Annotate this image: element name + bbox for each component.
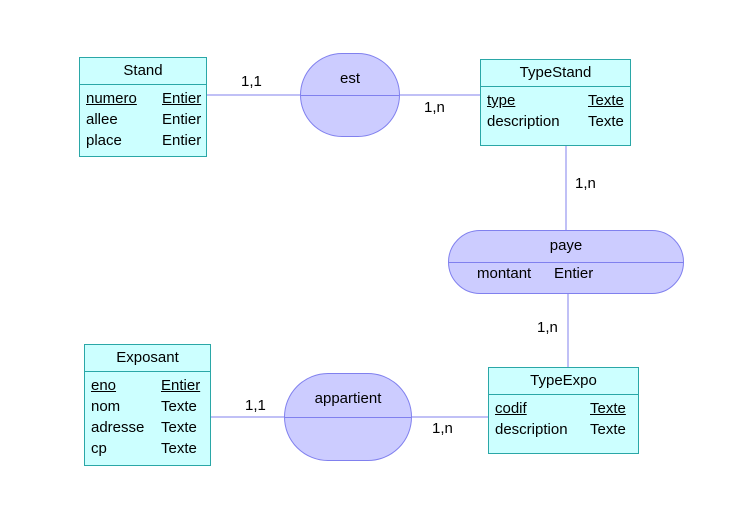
- entity-title: TypeExpo: [489, 368, 638, 395]
- association-title: est: [339, 70, 360, 87]
- association-divider: [449, 262, 683, 263]
- attribute-name: description: [487, 113, 560, 130]
- association-paye[interactable]: paye montant Entier: [448, 230, 684, 294]
- attribute-row: type Texte: [487, 90, 624, 111]
- attribute-name: type: [487, 92, 516, 109]
- entity-exposant[interactable]: Exposant eno Entier nom Texte adresse Te…: [84, 344, 211, 466]
- attribute-name: numero: [86, 90, 137, 107]
- association-appartient[interactable]: appartient: [284, 373, 412, 461]
- attribute-type: Texte: [161, 419, 197, 436]
- attribute-row: description Texte: [487, 111, 624, 132]
- association-divider: [301, 95, 399, 96]
- association-title: appartient: [314, 390, 382, 407]
- cardinality-typestand-est: 1,n: [424, 99, 445, 116]
- attribute-type: Entier: [554, 265, 594, 282]
- cardinality-typeexpo-appartient: 1,n: [432, 420, 453, 437]
- attribute-name: montant: [477, 265, 532, 282]
- attribute-name: place: [86, 132, 122, 149]
- attribute-row: nom Texte: [91, 396, 204, 417]
- attribute-row: description Texte: [495, 419, 632, 440]
- attribute-type: Entier: [162, 111, 202, 128]
- entity-typeexpo[interactable]: TypeExpo codif Texte description Texte: [488, 367, 639, 454]
- entity-title: Stand: [80, 58, 206, 85]
- attribute-type: Entier: [162, 132, 202, 149]
- attribute-row: place Entier: [86, 130, 202, 151]
- attribute-type: Texte: [588, 92, 624, 109]
- attribute-name: nom: [91, 398, 121, 415]
- cardinality-typeexpo-paye: 1,n: [537, 319, 558, 336]
- attribute-type: Entier: [161, 377, 201, 394]
- attribute-name: cp: [91, 440, 107, 457]
- cardinality-exposant-appartient: 1,1: [245, 397, 266, 414]
- entity-title: Exposant: [85, 345, 210, 372]
- attribute-type: Texte: [161, 440, 197, 457]
- association-title: paye: [549, 237, 583, 254]
- attribute-name: allee: [86, 111, 118, 128]
- attribute-type: Texte: [590, 400, 626, 417]
- attribute-row: codif Texte: [495, 398, 632, 419]
- association-est[interactable]: est: [300, 53, 400, 137]
- attribute-type: Entier: [162, 90, 202, 107]
- attribute-name: eno: [91, 377, 117, 394]
- attribute-row: allee Entier: [86, 109, 202, 130]
- attribute-name: adresse: [91, 419, 145, 436]
- attribute-name: description: [495, 421, 568, 438]
- attribute-row: adresse Texte: [91, 417, 204, 438]
- cardinality-stand-est: 1,1: [241, 73, 262, 90]
- attribute-row: eno Entier: [91, 375, 204, 396]
- entity-title: TypeStand: [481, 60, 630, 87]
- attribute-type: Texte: [588, 113, 624, 130]
- attribute-type: Texte: [590, 421, 626, 438]
- attribute-row: cp Texte: [91, 438, 204, 459]
- entity-typestand[interactable]: TypeStand type Texte description Texte: [480, 59, 631, 146]
- association-divider: [285, 417, 411, 418]
- attribute-name: codif: [495, 400, 527, 417]
- entity-stand[interactable]: Stand numero Entier allee Entier place E…: [79, 57, 207, 157]
- attribute-row: numero Entier: [86, 88, 202, 109]
- attribute-type: Texte: [161, 398, 197, 415]
- cardinality-typestand-paye: 1,n: [575, 175, 596, 192]
